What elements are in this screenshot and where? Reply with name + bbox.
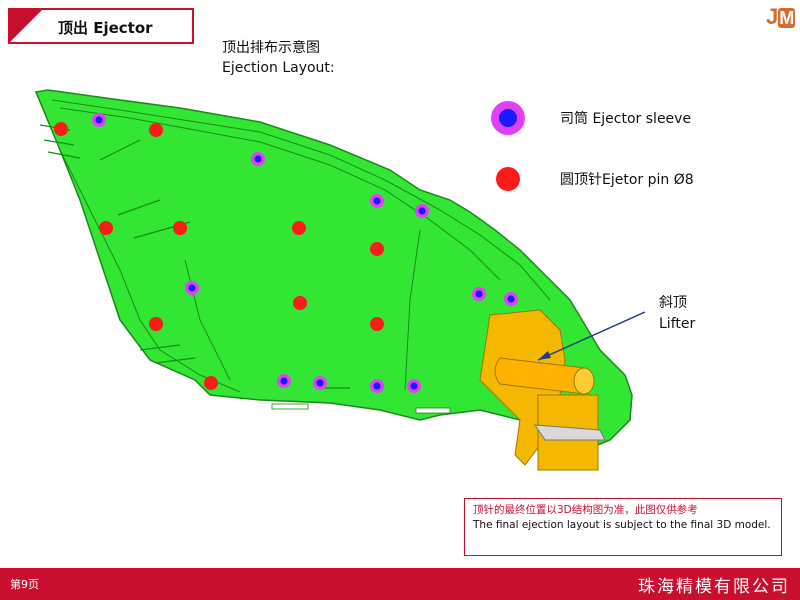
ejector-sleeve xyxy=(313,376,327,390)
ejector-sleeve xyxy=(251,152,265,166)
logo-letter-j: J xyxy=(766,4,779,29)
ejector-sleeve xyxy=(370,194,384,208)
disclaimer-en: The final ejection layout is subject to … xyxy=(473,519,771,531)
disclaimer-note: 顶针的最终位置以3D结构图为准，此图仅供参考 The final ejectio… xyxy=(464,498,782,556)
part-rim-line-2 xyxy=(59,107,501,281)
company-name: 珠海精模有限公司 xyxy=(638,577,790,597)
ejector-pins xyxy=(54,122,384,390)
ejector-sleeve xyxy=(370,379,384,393)
lifter-leader-arrowhead xyxy=(538,351,551,360)
ejector-sleeve xyxy=(472,287,486,301)
part-inner-edge-2 xyxy=(184,259,231,381)
ejector-pin xyxy=(370,242,384,256)
ejector-pin xyxy=(54,122,68,136)
legend-pin-label: 圆顶针Ejetor pin Ø8 xyxy=(560,172,694,188)
ejector-sleeve xyxy=(277,374,291,388)
page-title: 顶出 Ejector xyxy=(58,19,153,37)
ejector-sleeve xyxy=(504,292,518,306)
part-inner-edge-3 xyxy=(404,229,421,391)
layout-title-en: Ejection Layout: xyxy=(222,60,335,76)
footer-bar: 第9页 珠海精模有限公司 xyxy=(0,568,800,600)
ejector-pin xyxy=(292,221,306,235)
ejector-pin xyxy=(293,296,307,310)
ejector-sleeves xyxy=(92,113,518,393)
lifter-label: 斜顶 Lifter xyxy=(659,293,695,335)
ejector-pin xyxy=(204,376,218,390)
ejector-sleeve xyxy=(185,281,199,295)
logo-letter-m: M xyxy=(778,8,796,28)
legend-pin-symbol xyxy=(496,167,520,191)
lifter-leader-line xyxy=(537,311,646,361)
ejector-sleeve xyxy=(415,204,429,218)
lifter-label-en: Lifter xyxy=(659,316,696,332)
layout-title-cn: 顶出排布示意图 xyxy=(222,40,320,56)
part-rim-line xyxy=(51,99,551,301)
lifter-part xyxy=(479,309,606,471)
ejector-pin xyxy=(370,317,384,331)
part-inner-edge xyxy=(59,149,241,393)
ejector-pin xyxy=(99,221,113,235)
ejector-pin xyxy=(173,221,187,235)
page-number: 第9页 xyxy=(10,578,39,591)
layout-title: 顶出排布示意图 Ejection Layout: xyxy=(222,38,335,78)
ejector-pin xyxy=(149,123,163,137)
company-logo: JM xyxy=(766,4,798,30)
ejector-sleeve xyxy=(92,113,106,127)
ejector-pin xyxy=(149,317,163,331)
header-title-box: 顶出 Ejector xyxy=(8,8,194,44)
lifter-label-cn: 斜顶 xyxy=(659,295,687,311)
part-slot-2 xyxy=(415,407,451,414)
legend-sleeve-symbol xyxy=(491,101,525,135)
ejector-sleeve xyxy=(407,379,421,393)
disclaimer-cn: 顶针的最终位置以3D结构图为准，此图仅供参考 xyxy=(473,504,698,516)
legend-sleeve-label: 司筒 Ejector sleeve xyxy=(560,111,692,127)
part-slot xyxy=(271,403,309,410)
